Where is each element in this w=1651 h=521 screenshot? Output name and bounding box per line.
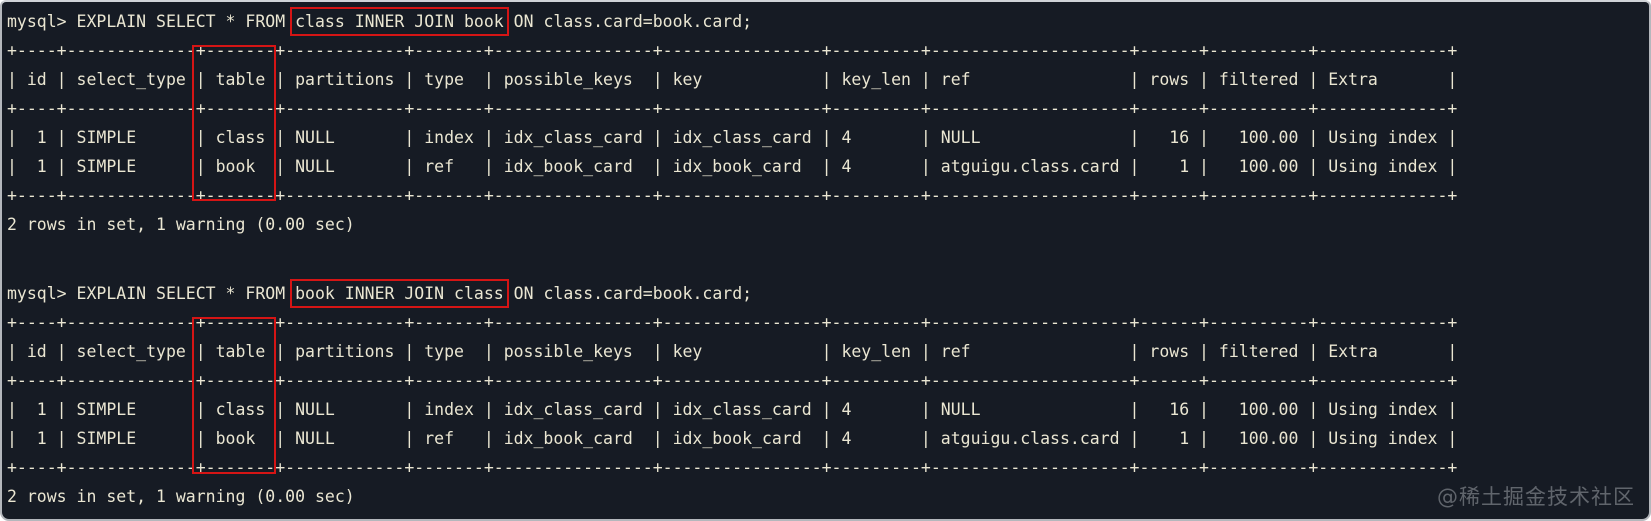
table1-border-mid: +----+-------------+-------+------------… — [7, 99, 1458, 118]
table1-border-top: +----+-------------+-------+------------… — [7, 41, 1458, 60]
query-2-pre: mysql> EXPLAIN SELECT * FROM — [7, 284, 296, 303]
table2-border-bottom: +----+-------------+-------+------------… — [7, 458, 1458, 477]
watermark: @稀土掘金技术社区 — [1437, 485, 1635, 509]
query-2-highlighted-join: book INNER JOIN class — [290, 279, 509, 308]
prompt-line-2: mysql> EXPLAIN SELECT * FROM book INNER … — [7, 279, 1649, 308]
table2-row-book: | 1 | SIMPLE | book | NULL | ref | idx_b… — [7, 429, 1458, 448]
table2-border-mid: +----+-------------+-------+------------… — [7, 371, 1458, 390]
blank-line — [7, 239, 1649, 279]
status-line-2: 2 rows in set, 1 warning (0.00 sec) — [7, 487, 355, 506]
table2-row-class: | 1 | SIMPLE | class | NULL | index | id… — [7, 400, 1458, 419]
table1-row-class: | 1 | SIMPLE | class | NULL | index | id… — [7, 128, 1458, 147]
status-line-1: 2 rows in set, 1 warning (0.00 sec) — [7, 215, 355, 234]
table1-row-book: | 1 | SIMPLE | book | NULL | ref | idx_b… — [7, 157, 1458, 176]
table2-border-top: +----+-------------+-------+------------… — [7, 313, 1458, 332]
table1-border-bottom: +----+-------------+-------+------------… — [7, 186, 1458, 205]
query-1-highlighted-join: class INNER JOIN book — [290, 7, 509, 36]
query-2-post: ON class.card=book.card; — [503, 284, 753, 303]
table1-header-row: | id | select_type | table | partitions … — [7, 70, 1458, 89]
table2-header-row: | id | select_type | table | partitions … — [7, 342, 1458, 361]
query-1-pre: mysql> EXPLAIN SELECT * FROM — [7, 12, 296, 31]
prompt-line-1: mysql> EXPLAIN SELECT * FROM class INNER… — [7, 7, 1649, 36]
query-1-post: ON class.card=book.card; — [503, 12, 753, 31]
